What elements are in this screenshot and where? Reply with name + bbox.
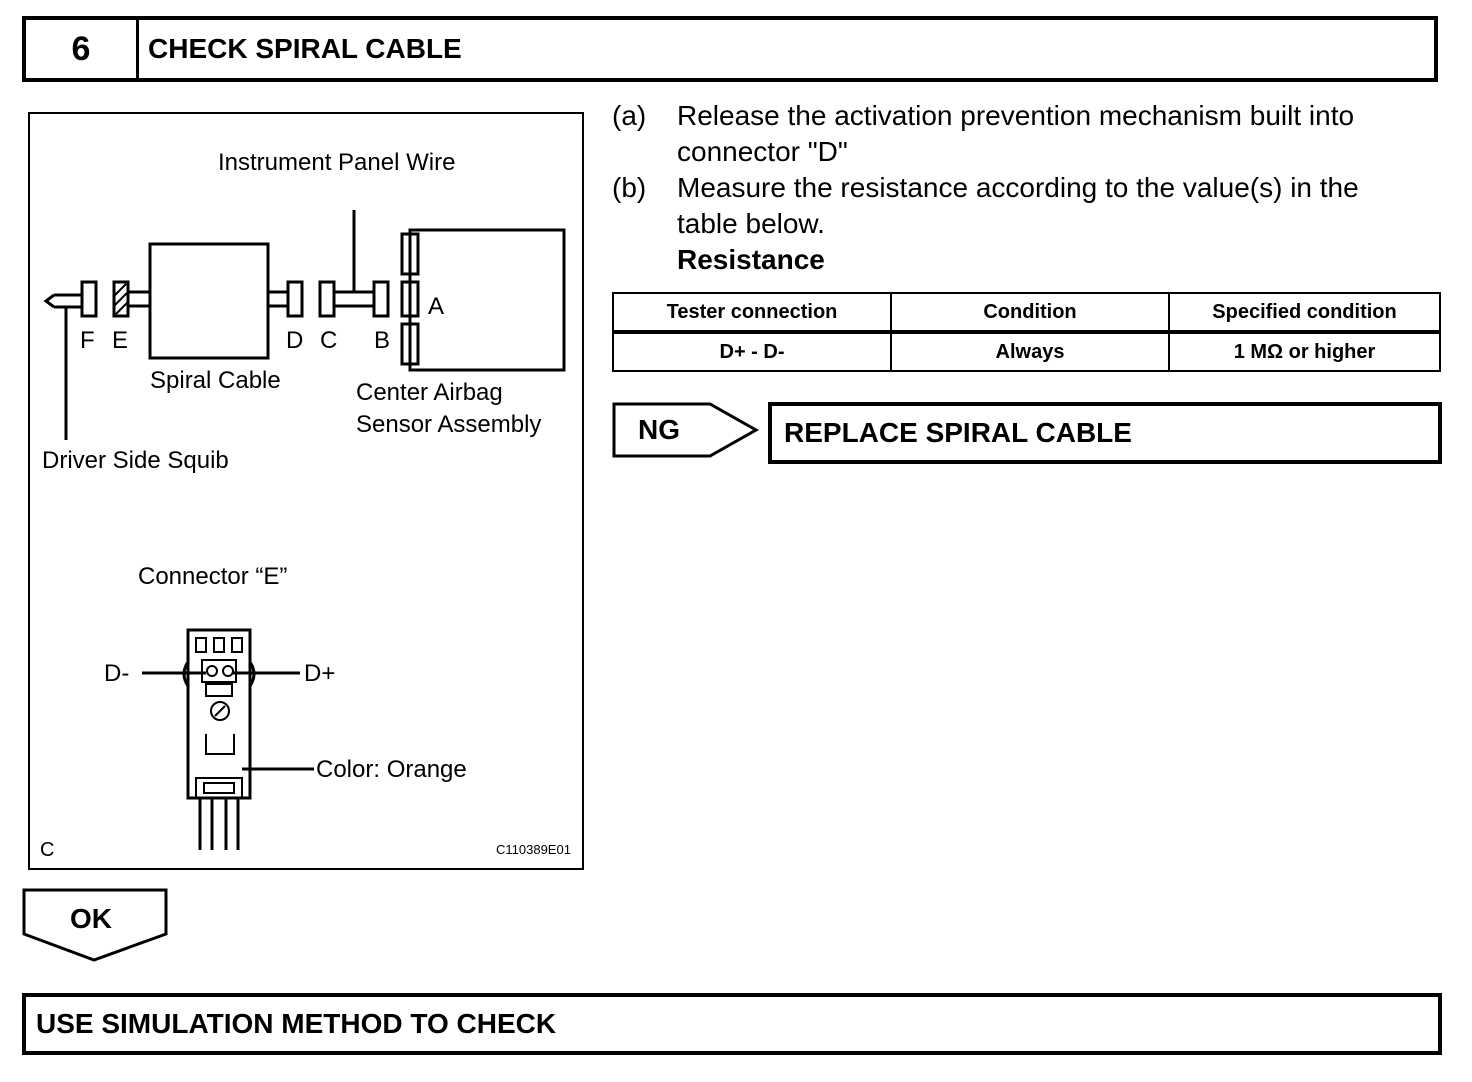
table-cell: D+ - D- bbox=[612, 331, 892, 372]
label-center-airbag-2: Sensor Assembly bbox=[356, 411, 541, 438]
table-header: Specified condition bbox=[1168, 292, 1441, 334]
ok-label: OK bbox=[70, 903, 112, 934]
label-f: F bbox=[80, 327, 95, 354]
ok-arrow-shape bbox=[22, 888, 168, 962]
wiring-figure: Instrument Panel Wire F E D C B A Spiral… bbox=[28, 112, 584, 870]
instruction-a-label: (a) bbox=[612, 100, 647, 131]
instruction-a-line-2: connector "D" bbox=[677, 136, 848, 167]
next-step-box: USE SIMULATION METHOD TO CHECK bbox=[22, 993, 1442, 1055]
connector-e bbox=[112, 280, 130, 318]
table-header: Condition bbox=[890, 292, 1170, 334]
wiring-diagram: Instrument Panel Wire F E D C B A Spiral… bbox=[40, 149, 571, 861]
step-title: CHECK SPIRAL CABLE bbox=[148, 33, 462, 64]
connector-b bbox=[372, 280, 390, 318]
table-cell: Always bbox=[890, 331, 1170, 372]
instruction-b-line-2: table below. bbox=[677, 208, 825, 239]
label-b: B bbox=[374, 327, 390, 354]
figure-code: C110389E01 bbox=[496, 842, 571, 857]
label-a: A bbox=[428, 293, 444, 320]
instruction-b-label: (b) bbox=[612, 172, 647, 203]
connector-f bbox=[80, 280, 98, 318]
table-header: Tester connection bbox=[612, 292, 892, 334]
label-connector-e: Connector “E” bbox=[138, 563, 287, 590]
instruction-a-line-1: Release the activation prevention mechan… bbox=[677, 100, 1355, 131]
connector-d bbox=[286, 280, 304, 318]
label-c: C bbox=[320, 327, 337, 354]
step-number: 6 bbox=[26, 20, 139, 78]
table-cell: 1 MΩ or higher bbox=[1168, 331, 1441, 372]
connector-c bbox=[318, 280, 336, 318]
label-d: D bbox=[286, 327, 303, 354]
label-center-airbag-1: Center Airbag bbox=[356, 379, 503, 406]
label-color: Color: Orange bbox=[316, 756, 467, 783]
ng-arrow-shape bbox=[612, 402, 760, 458]
resistance-heading: Resistance bbox=[677, 244, 825, 275]
label-corner: C bbox=[40, 839, 54, 861]
ng-arrow: NG bbox=[612, 400, 762, 465]
instruction-a: (a) Release the activation prevention me… bbox=[612, 98, 1442, 170]
label-driver-side-squib: Driver Side Squib bbox=[42, 447, 229, 474]
spiral-cable-box bbox=[148, 242, 270, 360]
label-d-minus: D- bbox=[104, 660, 129, 687]
ng-label: NG bbox=[638, 414, 680, 445]
step-header: 6 CHECK SPIRAL CABLE bbox=[22, 16, 1438, 82]
resistance-table: Tester connection Condition Specified co… bbox=[612, 292, 1441, 372]
squib-tip bbox=[43, 293, 55, 309]
table-header-row: Tester connection Condition Specified co… bbox=[612, 292, 1441, 334]
label-instrument-panel-wire: Instrument Panel Wire bbox=[218, 149, 455, 176]
label-spiral-cable: Spiral Cable bbox=[150, 367, 281, 394]
connector-e-detail bbox=[182, 628, 256, 850]
airbag-sensor-box bbox=[408, 228, 566, 372]
table-row: D+ - D- Always 1 MΩ or higher bbox=[612, 331, 1441, 372]
instruction-b: (b) Measure the resistance according to … bbox=[612, 170, 1442, 242]
label-e: E bbox=[112, 327, 128, 354]
label-d-plus: D+ bbox=[304, 660, 335, 687]
ng-action-box: REPLACE SPIRAL CABLE bbox=[768, 402, 1442, 464]
ok-arrow: OK bbox=[22, 888, 170, 969]
instruction-b-line-1: Measure the resistance according to the … bbox=[677, 172, 1359, 203]
